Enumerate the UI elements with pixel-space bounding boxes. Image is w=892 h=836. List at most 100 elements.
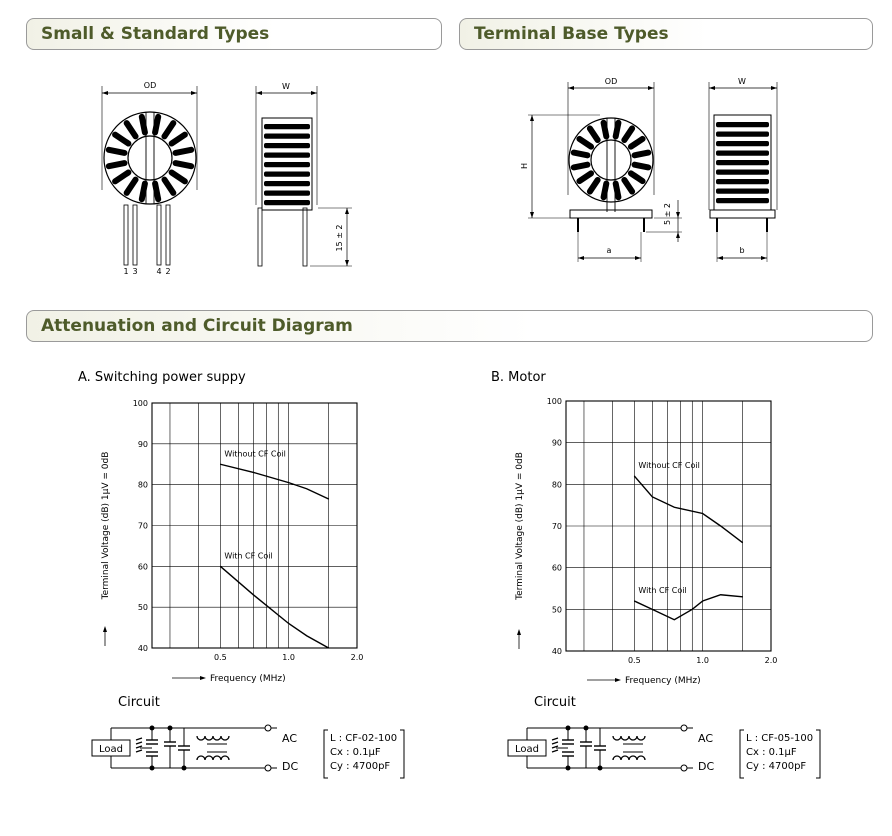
circuit-wire — [551, 741, 559, 745]
y-tick-label: 90 — [552, 439, 562, 448]
small-type-drawing: OD 1 3 4 2 W 15 ± 2 — [101, 81, 352, 276]
winding-turn — [612, 119, 622, 140]
terminal-dim-5: 5 ± 2 — [663, 203, 672, 225]
terminal-od-label: OD — [605, 77, 617, 86]
side-winding-turn — [716, 150, 769, 156]
y-tick-label: 80 — [552, 480, 562, 489]
winding-turn — [576, 135, 595, 150]
terminal-b-label: b — [739, 246, 744, 255]
header-terminal-base-label: Terminal Base Types — [474, 24, 669, 44]
series-line — [220, 463, 329, 500]
y-tick-label: 90 — [138, 440, 148, 449]
winding-turn — [621, 176, 636, 195]
spec-line: Cy : 4700pF — [330, 761, 390, 772]
winding-turn — [105, 146, 128, 156]
x-tick-label: 0.5 — [214, 653, 227, 662]
winding-turn — [631, 161, 652, 171]
x-tick-label: 1.0 — [696, 656, 709, 665]
x-tick-label: 1.0 — [282, 653, 295, 662]
winding-turn — [612, 180, 622, 201]
header-attenuation-label: Attenuation and Circuit Diagram — [41, 316, 353, 336]
x-axis-arrowhead — [200, 676, 206, 680]
side-winding-turn — [716, 131, 769, 137]
series-label: With CF Coil — [224, 551, 272, 560]
winding-turn — [576, 170, 595, 185]
y-tick-label: 70 — [552, 522, 562, 531]
y-tick-label: 50 — [138, 603, 148, 612]
y-tick-label: 60 — [552, 564, 562, 573]
winding-turn — [168, 131, 188, 147]
y-tick-label: 40 — [552, 647, 562, 656]
x-tick-label: 2.0 — [351, 653, 364, 662]
terminal-windings — [570, 119, 652, 201]
winding-turn — [168, 169, 188, 185]
winding-turn — [138, 113, 148, 136]
spec-bracket-right — [400, 729, 405, 779]
circuit-wire — [135, 737, 143, 741]
spec-line: L : CF-02-100 — [330, 733, 397, 744]
choke-coil — [612, 755, 646, 761]
header-small-standard-label: Small & Standard Types — [41, 24, 270, 44]
small-w-label: W — [282, 82, 290, 91]
node — [583, 725, 589, 731]
series-line — [219, 565, 329, 649]
pin-1: 1 — [123, 267, 128, 276]
spec-bracket-right — [816, 729, 821, 779]
y-tick-label: 70 — [138, 522, 148, 531]
small-od-label: OD — [144, 81, 156, 90]
node — [597, 765, 603, 771]
y-axis-label: Terminal Voltage (dB) 1μV = 0dB — [101, 452, 111, 601]
side-winding-turn — [264, 200, 310, 206]
winding-turn — [105, 160, 128, 170]
winding-turn — [621, 125, 636, 144]
pin-4: 4 — [156, 267, 161, 276]
side-winding-turn — [716, 160, 769, 166]
side-winding-turn — [264, 124, 310, 130]
winding-turn — [161, 176, 177, 196]
chart-title: B. Motor — [491, 370, 546, 385]
side-winding-turn — [716, 179, 769, 185]
side-winding-turn — [264, 143, 310, 149]
terminal-h-label: H — [520, 163, 529, 169]
ac-label: AC — [698, 732, 713, 745]
y-tick-label: 50 — [552, 605, 562, 614]
y-tick-label: 40 — [138, 644, 148, 653]
load-label: Load — [515, 744, 539, 755]
y-tick-label: 60 — [138, 562, 148, 571]
series-line — [634, 594, 743, 621]
winding-turn — [138, 180, 148, 203]
winding-turn — [152, 180, 162, 203]
ac-label: AC — [282, 732, 297, 745]
series-line — [633, 475, 744, 544]
choke-coil — [196, 735, 230, 741]
x-tick-label: 0.5 — [628, 656, 641, 665]
terminal-a-label: a — [607, 246, 612, 255]
y-axis-label: Terminal Voltage (dB) 1μV = 0dB — [515, 452, 525, 601]
side-winding-turn — [264, 190, 310, 196]
chart-title: A. Switching power suppy — [78, 370, 246, 385]
spec-line: Cx : 0.1μF — [746, 747, 797, 758]
circuit-title: Circuit — [534, 695, 576, 710]
dc-terminal — [264, 764, 272, 772]
header-terminal-base: Terminal Base Types — [459, 18, 873, 50]
winding-turn — [152, 113, 162, 136]
node — [181, 765, 187, 771]
x-axis-label: Frequency (MHz) — [210, 674, 286, 684]
circuit-wire — [135, 749, 143, 753]
winding-turn — [161, 120, 177, 140]
winding-turn — [570, 149, 591, 159]
dc-label: DC — [282, 760, 298, 773]
small-dim-15: 15 ± 2 — [335, 224, 344, 251]
terminal-type-drawing: OD H 5 ± 2 a W — [520, 77, 778, 262]
circuit-title: Circuit — [118, 695, 160, 710]
series-label: Without CF Coil — [638, 461, 699, 470]
header-attenuation: Attenuation and Circuit Diagram — [26, 310, 873, 342]
terminal-w-label: W — [738, 77, 746, 86]
choke-coil — [612, 735, 646, 741]
y-tick-label: 100 — [547, 397, 562, 406]
circuit-wire — [551, 737, 559, 741]
winding-turn — [627, 170, 646, 185]
